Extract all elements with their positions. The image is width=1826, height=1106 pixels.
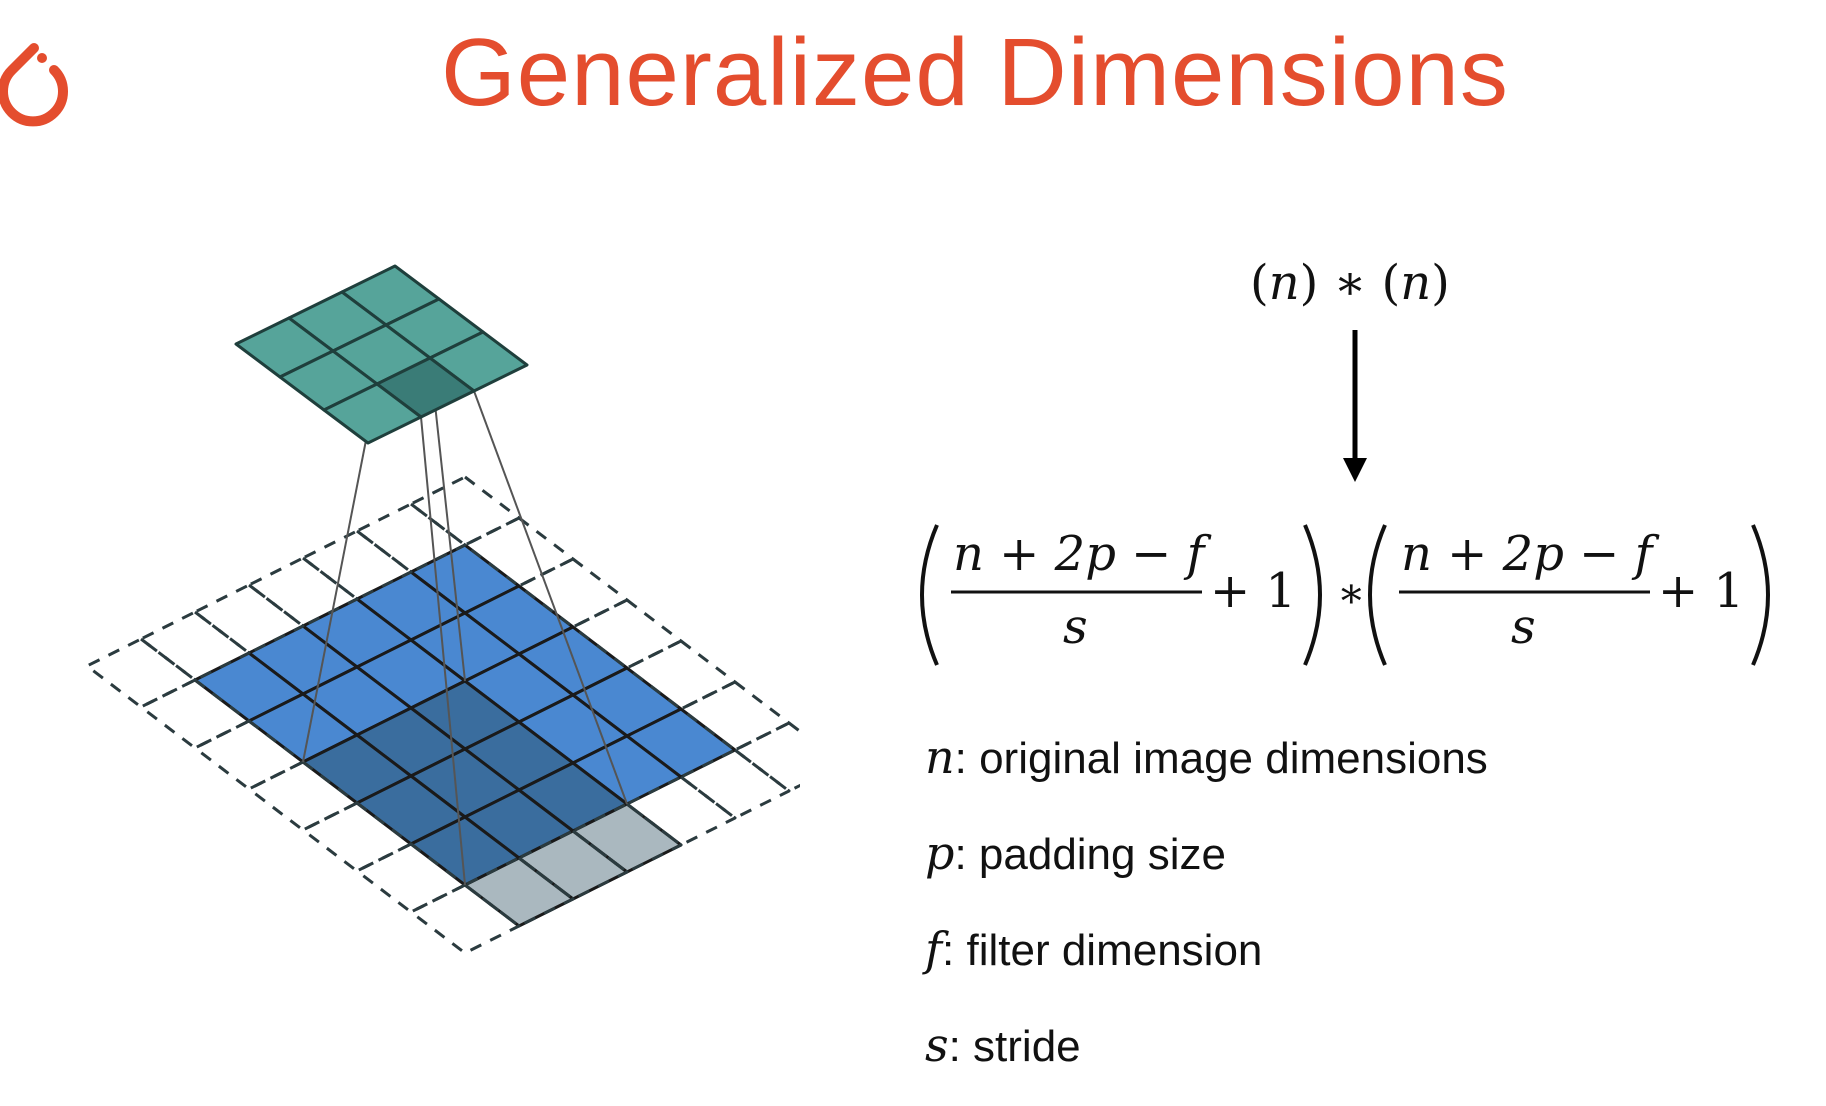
- padding-cell: [301, 801, 413, 873]
- times-operator: ∗: [1333, 255, 1367, 311]
- fraction-denominator: s: [1511, 599, 1536, 655]
- padding-cell: [625, 775, 737, 847]
- padding-cell: [139, 610, 251, 682]
- down-arrow-icon: [1343, 330, 1367, 482]
- padding-cell: [355, 502, 467, 574]
- input-grid: [193, 543, 737, 928]
- fraction-numerator: n + 2p − f: [1401, 526, 1660, 582]
- legend-symbol: f: [925, 922, 943, 976]
- padding-cell: [463, 516, 575, 588]
- padding-cell: [301, 529, 413, 601]
- padding-cell: [517, 557, 629, 629]
- legend-item-s: s: stride: [925, 1018, 1081, 1078]
- output-cell: [322, 382, 423, 445]
- projection-line: [473, 390, 628, 805]
- projection-lines: [302, 357, 628, 886]
- legend-description: : filter dimension: [942, 926, 1263, 975]
- padding-cell: [247, 556, 359, 628]
- padding-cell: [463, 856, 575, 928]
- output-grid: [234, 264, 529, 445]
- output-dimension-formula: n + 2p − f s + 1 ∗ n + 2p − f s + 1: [920, 524, 1770, 666]
- padding-cell: [409, 475, 521, 547]
- projection-line: [429, 357, 466, 682]
- padding-cell: [85, 637, 197, 709]
- padding-cell: [571, 802, 683, 874]
- fraction-denominator: s: [1063, 599, 1088, 655]
- padding-cell: [679, 748, 791, 820]
- padding-cell: [625, 639, 737, 711]
- padding-cell: [139, 678, 251, 750]
- legend-description: : padding size: [954, 830, 1226, 879]
- projection-line: [302, 383, 378, 763]
- legend-symbol: p: [925, 826, 955, 880]
- pytorch-logo-icon: [0, 43, 68, 127]
- slide-title: Generalized Dimensions: [441, 19, 1509, 126]
- legend-symbol: n: [925, 730, 955, 784]
- projection-line: [420, 416, 466, 886]
- output-size-expression: (n) ∗ (n): [1250, 255, 1450, 311]
- legend-item-p: p: padding size: [925, 826, 1226, 886]
- padding-cell: [193, 583, 305, 655]
- plus-one-term: + 1: [1658, 563, 1744, 619]
- padding-grid: [85, 475, 800, 955]
- convolution-diagram: [85, 264, 800, 955]
- legend-description: : stride: [948, 1022, 1081, 1071]
- padding-cell: [409, 883, 521, 955]
- legend-description: : original image dimensions: [954, 734, 1488, 783]
- n-symbol: n: [1268, 255, 1300, 311]
- fraction-numerator: n + 2p − f: [953, 526, 1212, 582]
- legend-symbol: s: [925, 1018, 949, 1072]
- legend-item-f: f: filter dimension: [925, 922, 1262, 982]
- plus-one-term: + 1: [1210, 563, 1296, 619]
- padding-cell: [679, 680, 791, 752]
- padding-cell: [193, 719, 305, 791]
- padding-cell: [247, 760, 359, 832]
- padding-cell: [517, 829, 629, 901]
- n-symbol: n: [1400, 255, 1432, 311]
- times-operator: ∗: [1337, 568, 1366, 617]
- padding-cell: [571, 598, 683, 670]
- padding-cell: [355, 842, 467, 914]
- legend-item-n: n: original image dimensions: [925, 730, 1488, 790]
